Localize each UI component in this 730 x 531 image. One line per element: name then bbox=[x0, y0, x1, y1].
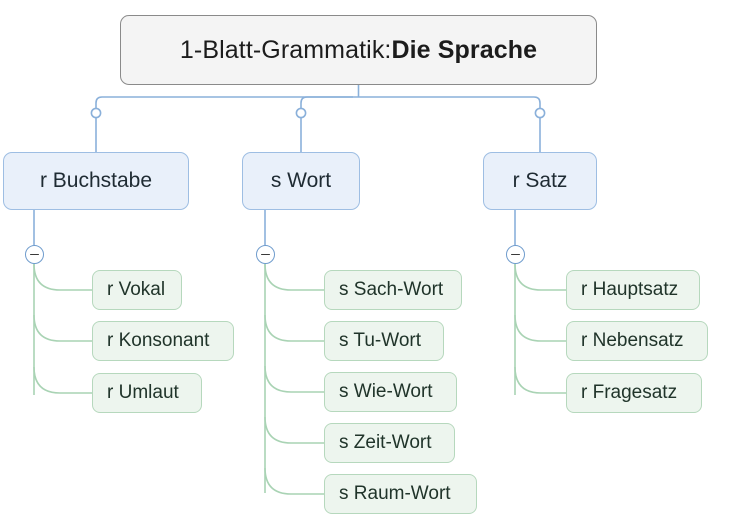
minus-bar bbox=[260, 253, 270, 256]
leaf-node[interactable]: r Umlaut bbox=[92, 373, 202, 413]
minus-circle-icon[interactable] bbox=[505, 245, 525, 264]
leaf-node[interactable]: r Nebensatz bbox=[566, 321, 708, 361]
leaf-label: r Vokal bbox=[107, 279, 166, 300]
branch-label: s Wort bbox=[270, 169, 332, 192]
root-node[interactable]: 1-Blatt-Grammatik: Die Sprache bbox=[120, 15, 597, 85]
branch-node-satz[interactable]: r Satz bbox=[483, 152, 597, 210]
leaf-label: r Nebensatz bbox=[581, 330, 684, 351]
leaf-label: s Raum-Wort bbox=[339, 483, 451, 504]
leaf-node[interactable]: s Zeit-Wort bbox=[324, 423, 455, 463]
leaf-label: r Umlaut bbox=[107, 382, 179, 403]
branch-label: r Satz bbox=[512, 169, 568, 192]
minus-bar bbox=[510, 253, 520, 256]
leaf-label: r Fragesatz bbox=[581, 382, 678, 403]
leaf-label: r Hauptsatz bbox=[581, 279, 679, 300]
branch-node-wort[interactable]: s Wort bbox=[242, 152, 360, 210]
leaf-node[interactable]: r Hauptsatz bbox=[566, 270, 700, 310]
root-title-bold: Die Sprache bbox=[391, 35, 538, 64]
leaf-label: s Wie-Wort bbox=[339, 381, 433, 402]
leaf-label: s Sach-Wort bbox=[339, 279, 444, 300]
leaf-node[interactable]: s Sach-Wort bbox=[324, 270, 462, 310]
minus-circle-icon[interactable] bbox=[255, 245, 275, 264]
minus-circle-icon[interactable] bbox=[24, 245, 44, 264]
leaf-node[interactable]: s Raum-Wort bbox=[324, 474, 477, 514]
branch-label: r Buchstabe bbox=[39, 169, 153, 192]
leaf-node[interactable]: r Vokal bbox=[92, 270, 182, 310]
branch-node-buchstabe[interactable]: r Buchstabe bbox=[3, 152, 189, 210]
minus-bar bbox=[29, 253, 39, 256]
leaf-node[interactable]: r Konsonant bbox=[92, 321, 234, 361]
root-title-plain: 1-Blatt-Grammatik: bbox=[179, 35, 392, 64]
leaf-label: s Zeit-Wort bbox=[339, 432, 432, 453]
leaf-node[interactable]: s Wie-Wort bbox=[324, 372, 457, 412]
leaf-label: r Konsonant bbox=[107, 330, 210, 351]
leaf-node[interactable]: r Fragesatz bbox=[566, 373, 702, 413]
leaf-label: s Tu-Wort bbox=[339, 330, 421, 351]
leaf-node[interactable]: s Tu-Wort bbox=[324, 321, 444, 361]
